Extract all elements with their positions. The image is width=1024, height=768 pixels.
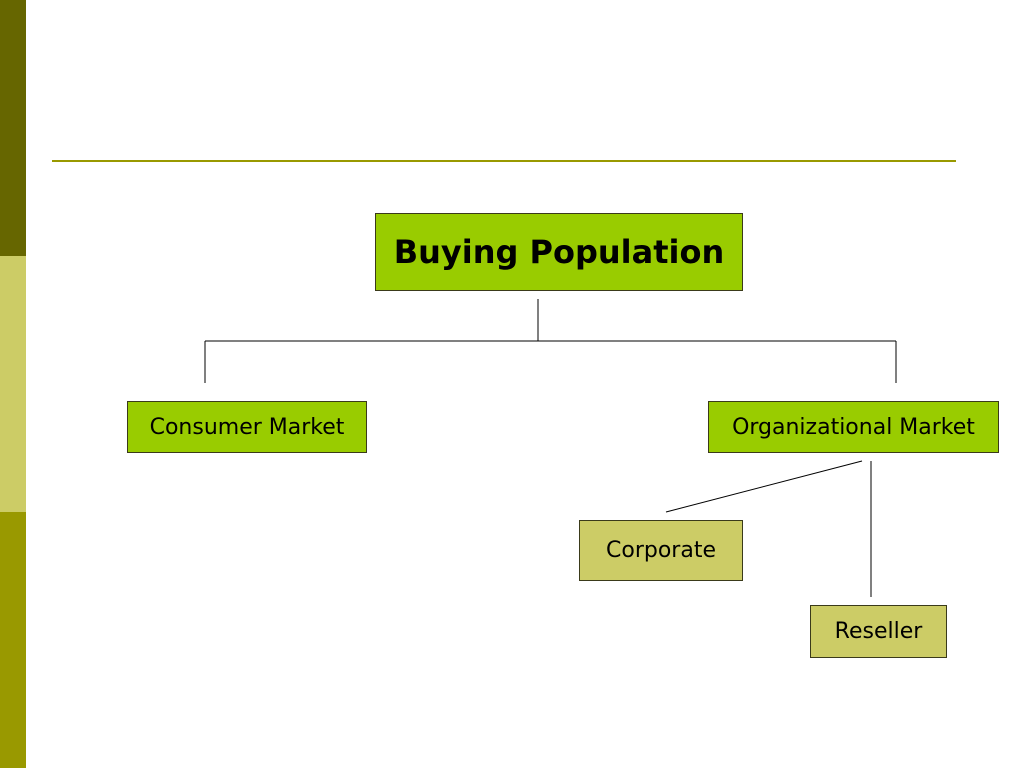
node-consumer-market: Consumer Market xyxy=(127,401,367,453)
title-divider-line xyxy=(52,160,956,162)
node-organizational-market: Organizational Market xyxy=(708,401,999,453)
node-buying-population: Buying Population xyxy=(375,213,743,291)
node-label: Buying Population xyxy=(393,233,725,271)
node-label: Reseller xyxy=(834,619,923,644)
sidebar-band-top xyxy=(0,0,26,256)
sidebar-band-middle xyxy=(0,256,26,512)
node-label: Organizational Market xyxy=(732,414,975,440)
connector-to-corporate xyxy=(665,460,863,513)
node-label: Consumer Market xyxy=(149,414,345,440)
sidebar-band-bottom xyxy=(0,512,26,768)
node-label: Corporate xyxy=(606,538,716,563)
node-reseller: Reseller xyxy=(810,605,947,658)
node-corporate: Corporate xyxy=(579,520,743,581)
